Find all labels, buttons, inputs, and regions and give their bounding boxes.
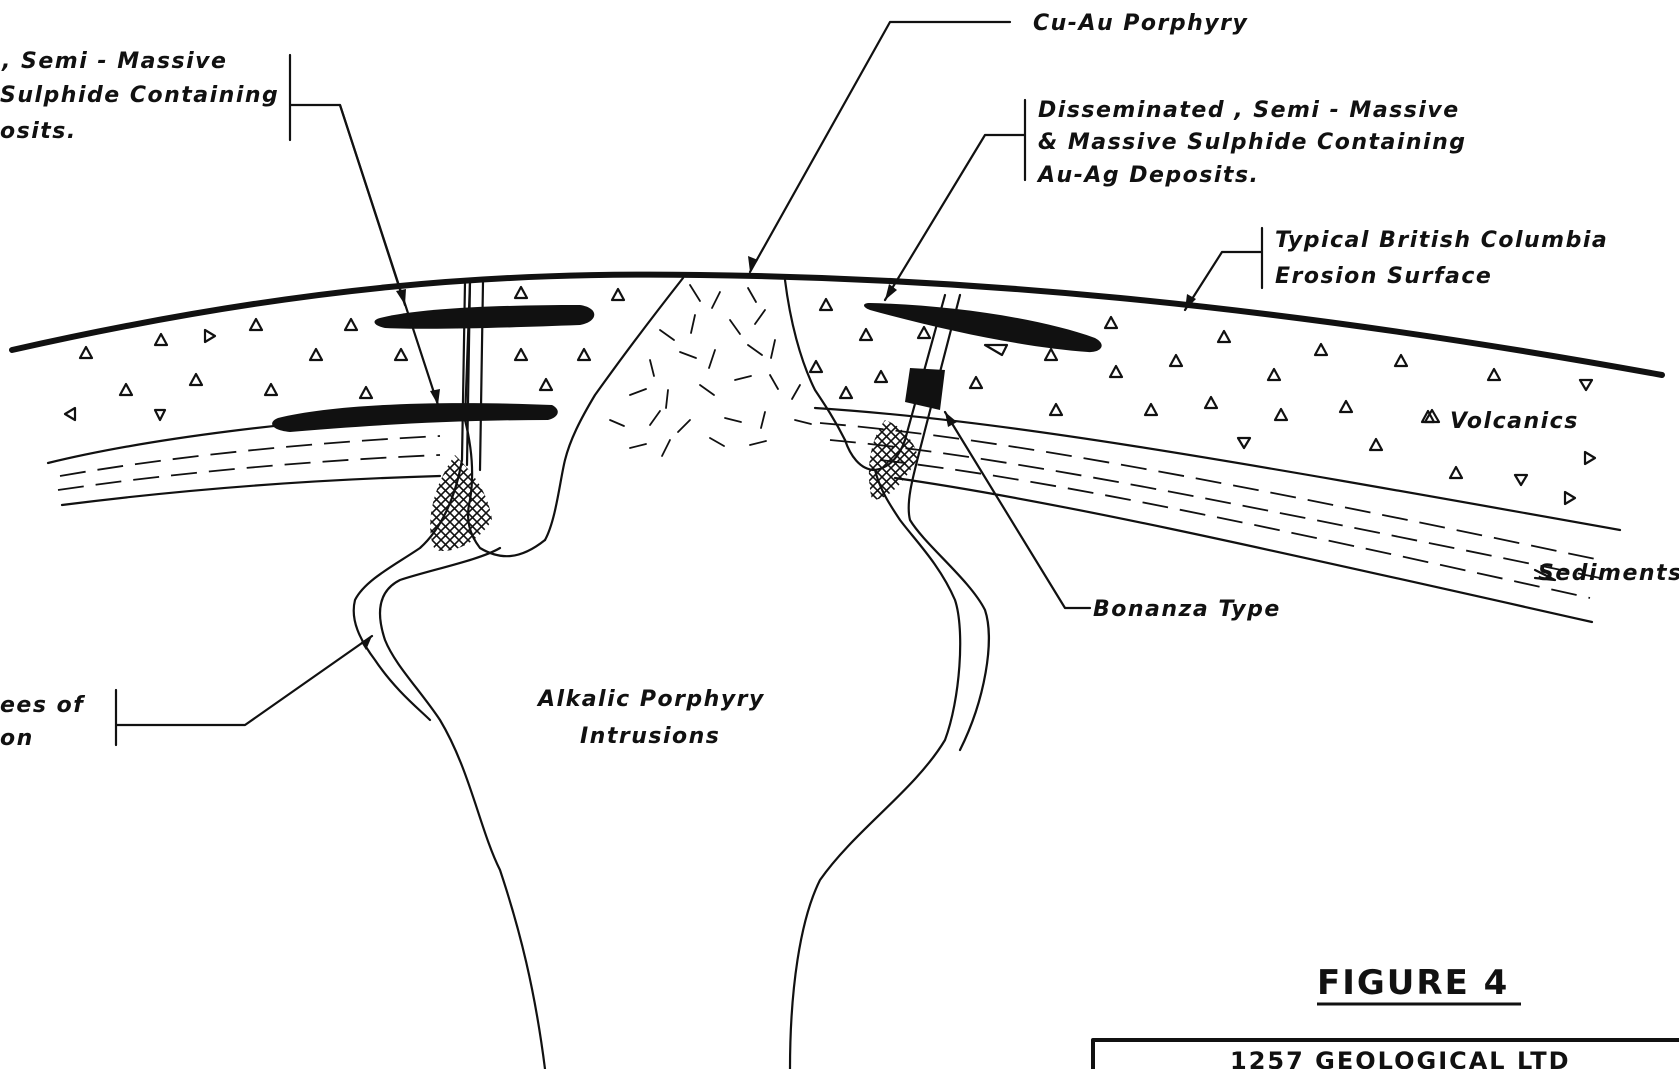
left-deposit-leader-lower (340, 105, 438, 405)
left-deposit-label-line3: osits. (0, 119, 77, 144)
right-deposit-label-line2: & Massive Sulphide Containing (1038, 130, 1467, 155)
intrusion-outline-right (790, 295, 960, 1069)
left-deposit-label-line1: , Semi - Massive (1, 49, 227, 74)
sediments-label: Sediments (1538, 561, 1679, 586)
company-name: 1257 GEOLOGICAL LTD (1230, 1047, 1571, 1069)
left-deposit-bracket (290, 55, 405, 305)
right-deposit-label-line1: Disseminated , Semi - Massive (1038, 98, 1460, 123)
porphyry-dashes (610, 285, 811, 456)
intrusion-label-line2: Intrusions (580, 724, 720, 749)
right-deposit-arrow (885, 284, 897, 300)
cu-au-leader (750, 22, 1010, 272)
right-sulphide-lens (864, 303, 1102, 352)
erosion-label-line2: Erosion Surface (1275, 264, 1492, 289)
left-lower-sulphide-lens (272, 403, 558, 432)
left-crosshatch-zone (430, 455, 492, 551)
volcanics-label: Volcanics (1450, 409, 1579, 434)
sediment-base-line (62, 476, 1592, 622)
alteration-label-line2: on (0, 726, 34, 751)
right-deposit-label-line3: Au-Ag Deposits. (1036, 163, 1259, 188)
erosion-label-line1: Typical British Columbia (1275, 228, 1608, 253)
alteration-arrow (361, 636, 372, 650)
figure-title: FIGURE 4 (1317, 963, 1509, 1003)
left-deposit-arrow-lower (430, 389, 440, 405)
volcanic-triangles (65, 287, 1595, 504)
bonanza-leader (945, 412, 1090, 608)
alteration-bracket (116, 636, 372, 745)
bonanza-ore-block (905, 368, 945, 410)
bonanza-type-label: Bonanza Type (1093, 597, 1281, 622)
right-deposit-bracket (885, 100, 1025, 300)
erosion-bracket (1185, 228, 1262, 310)
alteration-label-line1: ees of (0, 693, 85, 718)
left-deposit-label-line2: Sulphide Containing (0, 83, 279, 108)
cu-au-porphyry-label: Cu-Au Porphyry (1033, 11, 1248, 36)
bonanza-arrow (945, 412, 957, 427)
intrusion-outline-right-outer (909, 295, 989, 750)
intrusion-label-line1: Alkalic Porphyry (536, 687, 765, 712)
